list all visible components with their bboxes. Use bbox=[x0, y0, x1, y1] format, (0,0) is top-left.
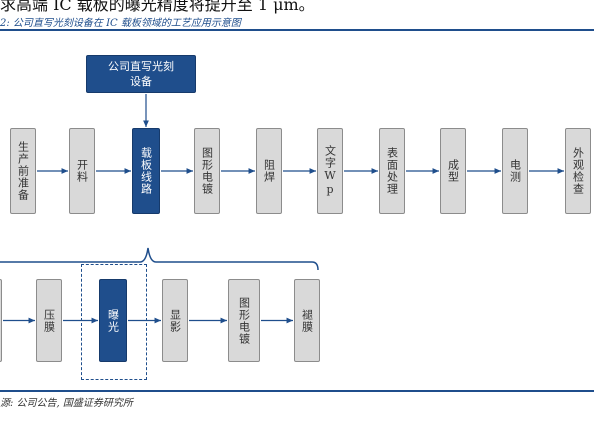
bottom-step-4: 图形电镀 bbox=[228, 279, 260, 362]
top-step-1: 生产前准备 bbox=[10, 128, 36, 214]
source-note: 源: 公司公告, 国盛证券研究所 bbox=[0, 398, 133, 409]
expansion-brace bbox=[0, 247, 319, 271]
caption-rule bbox=[0, 29, 594, 31]
figure-caption: 2: 公司直写光刻设备在 IC 载板领域的工艺应用示意图 bbox=[0, 18, 241, 29]
bottom-step-2: 曝光 bbox=[99, 279, 127, 362]
top-step-5: 阻焊 bbox=[256, 128, 282, 214]
top-step-3: 载板线路 bbox=[132, 128, 160, 214]
bottom-step-partial bbox=[0, 279, 2, 362]
top-step-8: 成型 bbox=[440, 128, 466, 214]
bottom-step-5: 褪膜 bbox=[294, 279, 320, 362]
source-rule bbox=[0, 390, 594, 392]
bottom-step-3: 显影 bbox=[162, 279, 188, 362]
top-step-7: 表面处理 bbox=[379, 128, 405, 214]
top-step-10: 外观检查 bbox=[565, 128, 591, 214]
equipment-label-line2: 设备 bbox=[130, 75, 152, 88]
exposure-highlight bbox=[81, 264, 147, 380]
flow-arrows bbox=[3, 94, 564, 324]
equipment-label-line1: 公司直写光刻 bbox=[108, 60, 174, 73]
equipment-box: 公司直写光刻 设备 bbox=[86, 55, 196, 93]
top-step-2: 开料 bbox=[69, 128, 95, 214]
top-step-9: 电测 bbox=[502, 128, 528, 214]
intro-text: 求高端 IC 载板的曝光精度将提升至 1 μm。 bbox=[0, 0, 315, 14]
top-step-4: 图形电镀 bbox=[194, 128, 220, 214]
bottom-step-1: 压膜 bbox=[36, 279, 62, 362]
top-step-6: 文字Wp bbox=[317, 128, 343, 214]
